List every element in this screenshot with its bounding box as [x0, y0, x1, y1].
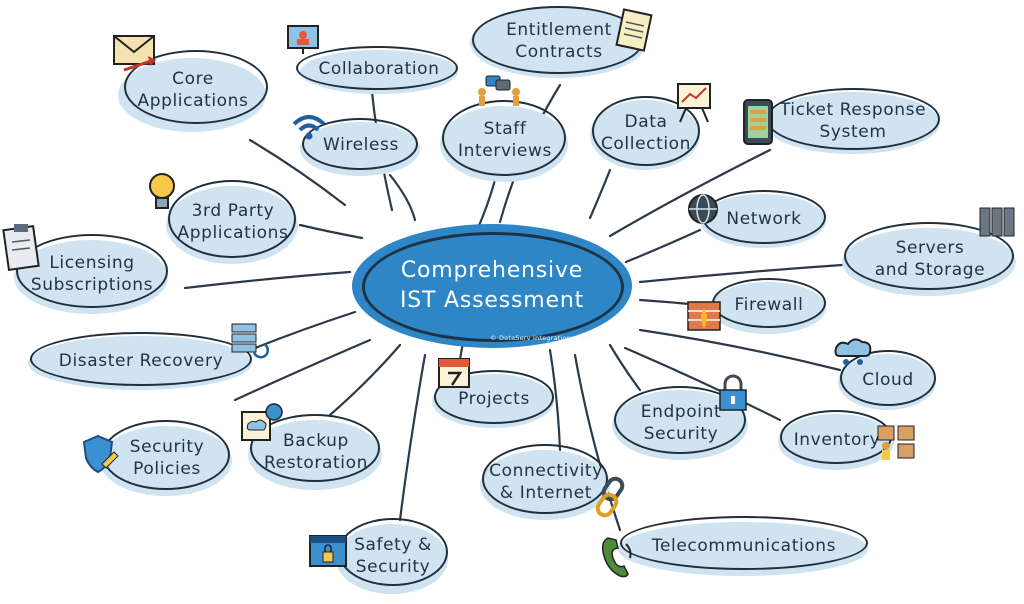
node-ring	[168, 180, 296, 258]
node-security-policies[interactable]: Security Policies	[100, 420, 234, 496]
node-label: Projects	[458, 389, 530, 409]
connector-disaster	[248, 310, 357, 352]
connector-endpoint	[608, 343, 642, 392]
node-collaboration[interactable]: Collaboration	[296, 46, 462, 94]
node-ring	[840, 350, 936, 406]
connector-backup	[328, 343, 402, 417]
connector-ticket	[608, 148, 772, 238]
connector-cloud	[638, 328, 842, 372]
node-licensing-subscriptions[interactable]: Licensing Subscriptions	[14, 234, 170, 314]
node-inventory[interactable]: Inventory	[778, 410, 896, 470]
node-third-party-applications[interactable]: 3rd Party Applications	[166, 180, 300, 264]
browser-lock-icon	[309, 535, 347, 567]
node-connectivity-internet[interactable]: Connectivity & Internet	[480, 444, 612, 520]
database-refresh-icon	[231, 323, 269, 359]
connector-data	[588, 168, 612, 220]
node-label: Network	[726, 209, 802, 229]
node-label: Connectivity & Internet	[489, 461, 603, 503]
node-label: Data Collection	[600, 112, 692, 154]
node-ring	[620, 516, 868, 570]
calendar-icon	[438, 358, 470, 388]
node-core-applications[interactable]: Core Applications	[118, 50, 268, 132]
connector-wireless	[388, 173, 417, 222]
server-rack-icon	[979, 207, 1015, 237]
node-ring	[30, 332, 252, 386]
node-backup-restoration[interactable]: Backup Restoration	[248, 414, 384, 490]
connector-inventory	[623, 346, 782, 422]
connector-staff	[476, 178, 497, 230]
node-ring	[296, 46, 458, 90]
connector-connectivity	[548, 348, 562, 452]
wifi-icon	[292, 115, 326, 140]
node-safety-security[interactable]: Safety & Security	[336, 518, 450, 594]
copyright-text: © DataServ Integrations, LLC	[490, 334, 592, 342]
node-label: Collaboration	[318, 59, 440, 79]
node-label: Staff Interviews	[458, 119, 552, 161]
people-talking-icon	[478, 75, 520, 106]
node-label: Entitlement Contracts	[506, 20, 612, 62]
node-label: Backup Restoration	[263, 431, 368, 473]
clipboard-icon	[2, 224, 40, 272]
shield-pencil-icon	[82, 434, 119, 474]
node-label: Security Policies	[129, 437, 205, 479]
node-label: Disaster Recovery	[58, 351, 224, 371]
node-ring	[124, 50, 268, 124]
node-label: Wireless	[323, 135, 399, 155]
node-label: Endpoint Security	[640, 402, 722, 444]
node-ring	[16, 234, 168, 308]
email-icon	[113, 35, 156, 72]
connector-core-applications	[248, 138, 347, 207]
padlock-icon	[719, 374, 747, 411]
brick-wall-fire-icon	[687, 301, 721, 331]
connector-network	[624, 228, 702, 264]
center-node[interactable]: Comprehensive IST Assessment	[352, 224, 632, 348]
node-label: Telecommunications	[651, 536, 837, 556]
lightbulb-icon	[149, 173, 175, 209]
node-label: Safety & Security	[354, 535, 432, 577]
node-label: Ticket Response System	[779, 100, 927, 142]
warehouse-boxes-icon	[877, 425, 915, 460]
node-ticket-response-system[interactable]: Ticket Response System	[764, 88, 942, 154]
node-disaster-recovery[interactable]: Disaster Recovery	[28, 332, 254, 390]
presentation-screen-icon	[287, 25, 319, 54]
node-firewall[interactable]: Firewall	[710, 278, 828, 334]
node-staff-interviews[interactable]: Staff Interviews	[440, 100, 570, 182]
phone-icon	[601, 537, 632, 578]
connector-3rdparty	[298, 223, 364, 240]
mobile-app-icon	[743, 99, 773, 145]
chain-link-icon	[595, 476, 625, 518]
node-label: Cloud	[862, 370, 914, 390]
cloud-network-icon	[834, 338, 872, 365]
chart-easel-icon	[677, 83, 711, 123]
node-ring	[434, 370, 554, 424]
center-title: Comprehensive IST Assessment	[399, 258, 585, 313]
node-ring	[482, 444, 608, 514]
globe-icon	[688, 194, 718, 224]
node-label: Inventory	[793, 430, 881, 450]
node-data-collection[interactable]: Data Collection	[590, 96, 702, 170]
connector-servers	[638, 263, 844, 284]
node-ring	[614, 386, 746, 454]
node-ring	[442, 100, 566, 176]
center-ring	[362, 232, 624, 342]
document-icon	[615, 8, 653, 52]
node-network[interactable]: Network	[700, 190, 828, 248]
node-ring	[302, 118, 418, 170]
node-label: Core Applications	[137, 69, 249, 111]
node-cloud[interactable]: Cloud	[838, 350, 938, 410]
connector-security-policies	[233, 338, 372, 402]
node-label: Firewall	[734, 295, 804, 315]
node-wireless[interactable]: Wireless	[300, 118, 422, 176]
node-telecommunications[interactable]: Telecommunications	[618, 516, 870, 576]
node-ring	[844, 222, 1014, 290]
node-label: Licensing Subscriptions	[30, 253, 154, 295]
node-label: 3rd Party Applications	[177, 201, 289, 243]
node-servers-and-storage[interactable]: Servers and Storage	[842, 222, 1018, 296]
connector-safety	[398, 353, 427, 522]
node-ring	[592, 96, 700, 166]
node-label: Servers and Storage	[874, 238, 986, 280]
node-ring	[250, 414, 380, 482]
cloud-upload-window-icon	[241, 403, 283, 441]
connector-licensing	[183, 270, 352, 290]
